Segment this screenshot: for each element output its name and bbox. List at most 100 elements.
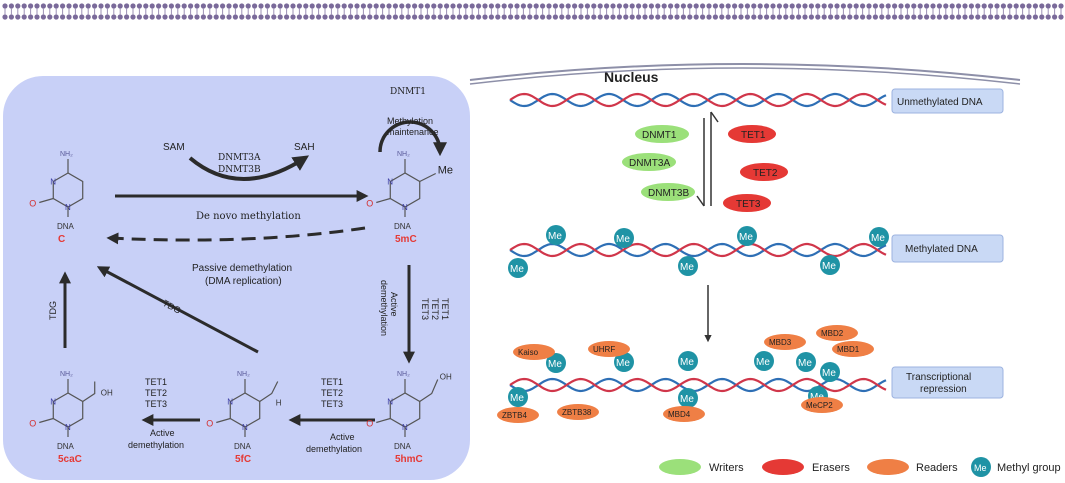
lipid-head	[770, 3, 776, 9]
lipid-head	[412, 14, 418, 20]
lipid-head	[437, 14, 443, 20]
lipid-head	[47, 3, 53, 9]
lipid-head	[821, 3, 827, 9]
lipid-head	[386, 3, 392, 9]
reader-protein: Kaiso	[513, 344, 555, 360]
sam-sah-arrow	[188, 155, 310, 181]
lipid-head	[2, 3, 8, 9]
lipid-head	[981, 3, 987, 9]
lipid-head	[15, 3, 21, 9]
reader-shape	[557, 404, 599, 420]
lipid-head	[104, 3, 110, 9]
lipid-head	[264, 3, 270, 9]
lipid-head	[975, 3, 981, 9]
lipid-head	[674, 3, 680, 9]
lipid-head	[360, 3, 366, 9]
molecule-name-5cac: 5caC	[58, 454, 82, 465]
lipid-head	[316, 14, 322, 20]
lipid-head	[399, 14, 405, 20]
lipid-head	[514, 3, 520, 9]
lipid-head	[975, 14, 981, 20]
lipid-head	[85, 14, 91, 20]
carbonyl-bond	[376, 417, 391, 424]
lipid-head	[674, 14, 680, 20]
lipid-head	[751, 14, 757, 20]
lipid-head	[949, 3, 955, 9]
lipid-head	[431, 3, 437, 9]
lipid-head	[367, 3, 373, 9]
active-label-3b: demethylation	[128, 440, 184, 450]
lipid-head	[552, 3, 559, 9]
lipid-head	[47, 14, 53, 20]
lipid-head	[911, 3, 917, 9]
lipid-head	[719, 3, 725, 9]
lipid-head	[591, 3, 597, 9]
methyl-circle	[796, 352, 816, 372]
lipid-head	[469, 3, 475, 9]
lipid-head	[380, 3, 386, 9]
lipid-head	[8, 3, 14, 9]
lipid-head	[258, 3, 264, 9]
lipid-head	[245, 14, 251, 20]
writer-shape	[622, 153, 676, 171]
reader-label: MBD4	[668, 410, 691, 419]
ring-nitrogen: N	[50, 178, 56, 187]
lipid-head	[808, 14, 815, 20]
lipid-head	[188, 14, 194, 20]
reader-shape	[497, 407, 539, 423]
lipid-head	[463, 3, 469, 9]
lipid-head	[604, 3, 610, 9]
lipid-head	[962, 3, 968, 9]
methyl-group: Me	[678, 388, 698, 408]
carbonyl-bond	[376, 197, 391, 204]
lipid-head	[610, 14, 616, 20]
formyl-bond	[259, 381, 279, 402]
lipid-head	[188, 3, 194, 9]
lipid-head	[744, 3, 751, 9]
lipid-head	[834, 14, 840, 20]
unmethylated-box	[891, 88, 1004, 114]
maintenance-label-2: maintenance	[387, 127, 439, 137]
lipid-head	[866, 3, 872, 9]
legend-methyl-swatch	[971, 457, 991, 477]
reader-shape	[832, 341, 874, 357]
lipid-head	[533, 3, 539, 9]
lipid-head	[220, 14, 226, 20]
lipid-head	[770, 14, 776, 20]
lipid-head	[700, 3, 706, 9]
lipid-head	[815, 14, 821, 20]
tet3-label-a: TET3	[420, 298, 430, 320]
methyl-group: Me	[796, 352, 816, 372]
lipid-head	[1032, 14, 1038, 20]
ring-nitrogen: N	[227, 398, 233, 407]
lipid-head	[732, 14, 738, 20]
lipid-head	[335, 3, 341, 9]
lipid-head	[764, 3, 770, 9]
lipid-head	[540, 14, 546, 20]
lipid-head	[1013, 3, 1019, 9]
sam-label: SAM	[163, 142, 185, 153]
lipid-head	[738, 3, 744, 9]
lipid-head	[168, 14, 174, 20]
lipid-head	[284, 14, 290, 20]
ring-nitrogen: N	[50, 398, 56, 407]
lipid-head	[1020, 3, 1026, 9]
methyl-circle	[678, 351, 698, 371]
lipid-head	[60, 3, 66, 9]
lipid-head	[802, 3, 808, 9]
lipid-head	[636, 3, 642, 9]
lipid-head	[117, 14, 123, 20]
active-label-3a: Active	[150, 428, 175, 438]
lipid-head	[271, 3, 277, 9]
lipid-head	[495, 3, 501, 9]
lipid-head	[143, 3, 149, 9]
lipid-head	[79, 14, 85, 20]
lipid-head	[559, 14, 565, 20]
lipid-head	[572, 3, 578, 9]
lipid-head	[988, 14, 994, 20]
lipid-head	[373, 14, 379, 20]
nuclear-envelope	[469, 63, 1021, 81]
lipid-head	[757, 3, 763, 9]
lipid-head	[488, 3, 494, 9]
